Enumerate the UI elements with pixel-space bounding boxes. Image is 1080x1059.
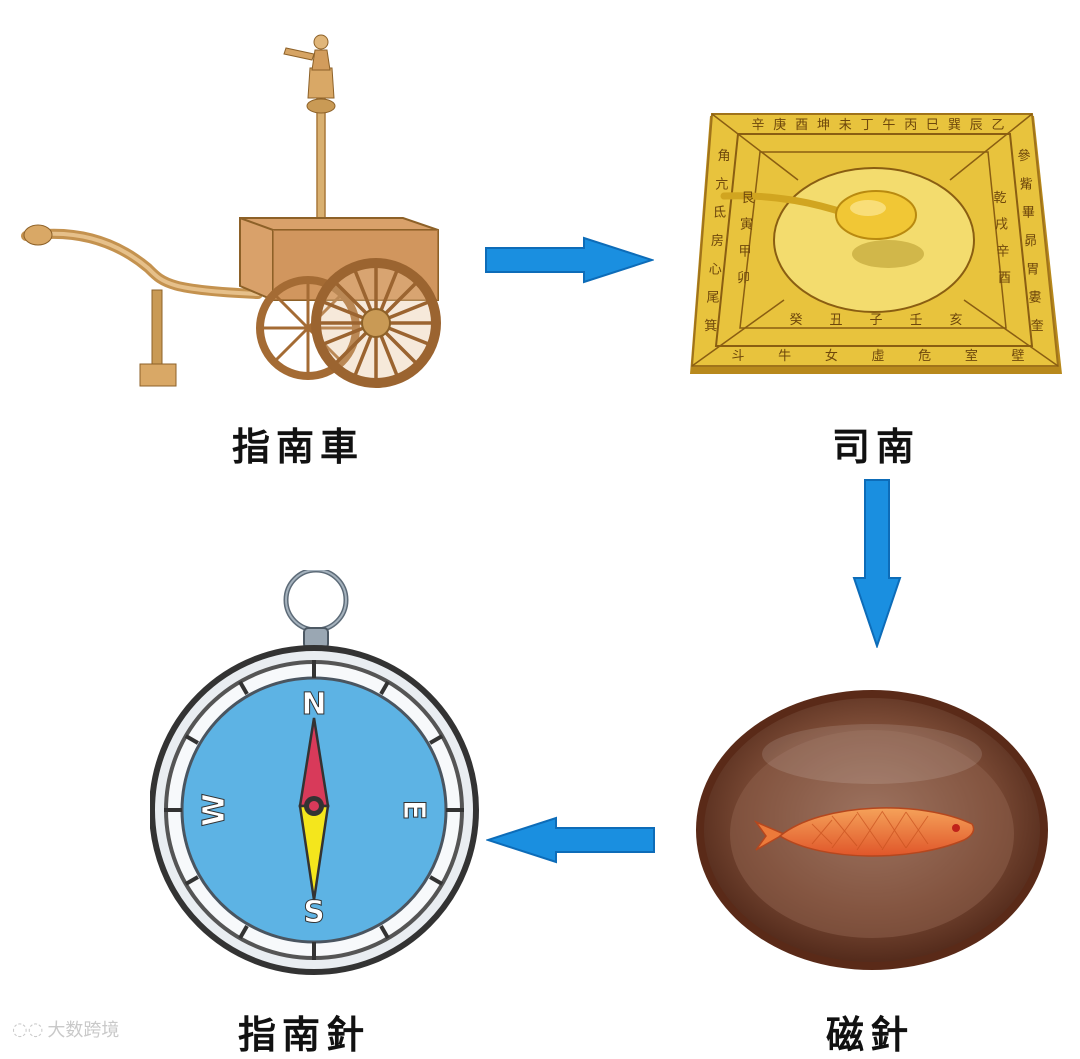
label-chariot: 指南車 xyxy=(232,425,365,469)
back-wheel xyxy=(256,276,360,380)
board-char: 丙 xyxy=(904,118,917,133)
board-char: 亢 xyxy=(715,176,728,192)
board-char: 甲 xyxy=(738,244,751,259)
compass-tick xyxy=(379,925,390,940)
watermark: ◌◌ 大数跨境 xyxy=(12,1016,119,1042)
board-char: 巳 xyxy=(926,118,939,133)
fish xyxy=(753,807,975,857)
compass-n: N xyxy=(301,687,326,722)
label-sinan: 司南 xyxy=(832,425,921,469)
compass-e: E xyxy=(396,800,431,821)
sinan-board-image: 辛庚酉坤未丁午丙巳巽辰乙斗牛女虛危室壁癸丑子壬亥角亢氐房心尾箕艮寅甲卯參觜畢昴胃… xyxy=(690,113,1062,374)
board-char: 箕 xyxy=(704,318,717,334)
board-char: 卯 xyxy=(737,271,750,286)
board-char: 壬 xyxy=(909,313,922,328)
arrow-right-icon xyxy=(485,236,654,284)
spoon xyxy=(720,190,917,240)
arrow-left-icon xyxy=(486,816,655,864)
front-wheel xyxy=(311,258,441,388)
board-char: 乙 xyxy=(991,118,1004,133)
compass-tick xyxy=(184,734,199,745)
compass-image: N S E W xyxy=(150,570,479,975)
compass-s: S xyxy=(303,895,325,930)
compass-w: W xyxy=(197,793,232,826)
board-char: 艮 xyxy=(741,191,754,206)
south-pointing-chariot-image xyxy=(21,34,441,388)
board-char: 氐 xyxy=(713,206,726,221)
board-char: 乾 xyxy=(993,191,1006,206)
pointing-figure xyxy=(283,34,336,234)
board-char: 虛 xyxy=(871,349,884,364)
board-char: 室 xyxy=(965,348,978,364)
board-char: 斗 xyxy=(731,349,744,364)
board-char: 房 xyxy=(711,233,724,249)
board-char: 婁 xyxy=(1028,291,1041,306)
compass-tick xyxy=(184,875,199,886)
board-char: 女 xyxy=(825,348,838,364)
arrow-down-icon xyxy=(852,479,902,648)
board-char: 亥 xyxy=(949,313,962,328)
watermark-text: 大数跨境 xyxy=(47,1020,120,1041)
board-char: 危 xyxy=(918,349,931,364)
board-char: 牛 xyxy=(778,349,791,364)
label-compass: 指南針 xyxy=(238,1013,371,1057)
board-char: 參 xyxy=(1017,149,1030,164)
board-char: 丑 xyxy=(829,313,842,328)
board-char: 昴 xyxy=(1024,234,1037,249)
board-char: 庚 xyxy=(773,117,786,133)
magnetic-fish-bowl-image xyxy=(696,690,1048,970)
board-char: 戌 xyxy=(995,218,1008,233)
board-char: 辛 xyxy=(751,118,764,133)
compass-tick xyxy=(238,680,249,695)
board-char: 坤 xyxy=(817,118,830,133)
watermark-logo-icon: ◌◌ xyxy=(12,1018,44,1040)
board-char: 辰 xyxy=(970,118,983,133)
board-char: 子 xyxy=(869,313,882,328)
board-char: 角 xyxy=(717,149,730,164)
compass-needle xyxy=(298,717,330,901)
compass-tick xyxy=(429,734,444,745)
compass-tick xyxy=(238,925,249,940)
board-char: 胃 xyxy=(1026,262,1039,277)
board-char: 觜 xyxy=(1020,177,1033,192)
compass-tick xyxy=(379,680,390,695)
board-char: 丁 xyxy=(861,118,874,133)
board-char: 心 xyxy=(709,262,722,277)
board-characters: 辛庚酉坤未丁午丙巳巽辰乙斗牛女虛危室壁癸丑子壬亥角亢氐房心尾箕艮寅甲卯參觜畢昴胃… xyxy=(704,117,1043,364)
label-magnetic-needle: 磁針 xyxy=(826,1013,915,1057)
board-char: 癸 xyxy=(789,313,802,328)
board-char: 未 xyxy=(839,118,852,133)
board-char: 酉 xyxy=(795,118,808,133)
compass-tick xyxy=(429,875,444,886)
board-char: 畢 xyxy=(1022,206,1035,221)
board-char: 巽 xyxy=(948,118,961,133)
board-char: 酉 xyxy=(998,271,1011,286)
board-char: 辛 xyxy=(996,244,1009,259)
board-char: 壁 xyxy=(1011,349,1024,364)
board-char: 午 xyxy=(882,118,895,133)
board-char: 尾 xyxy=(706,291,719,306)
board-char: 寅 xyxy=(740,217,753,233)
board-char: 奎 xyxy=(1031,319,1044,334)
